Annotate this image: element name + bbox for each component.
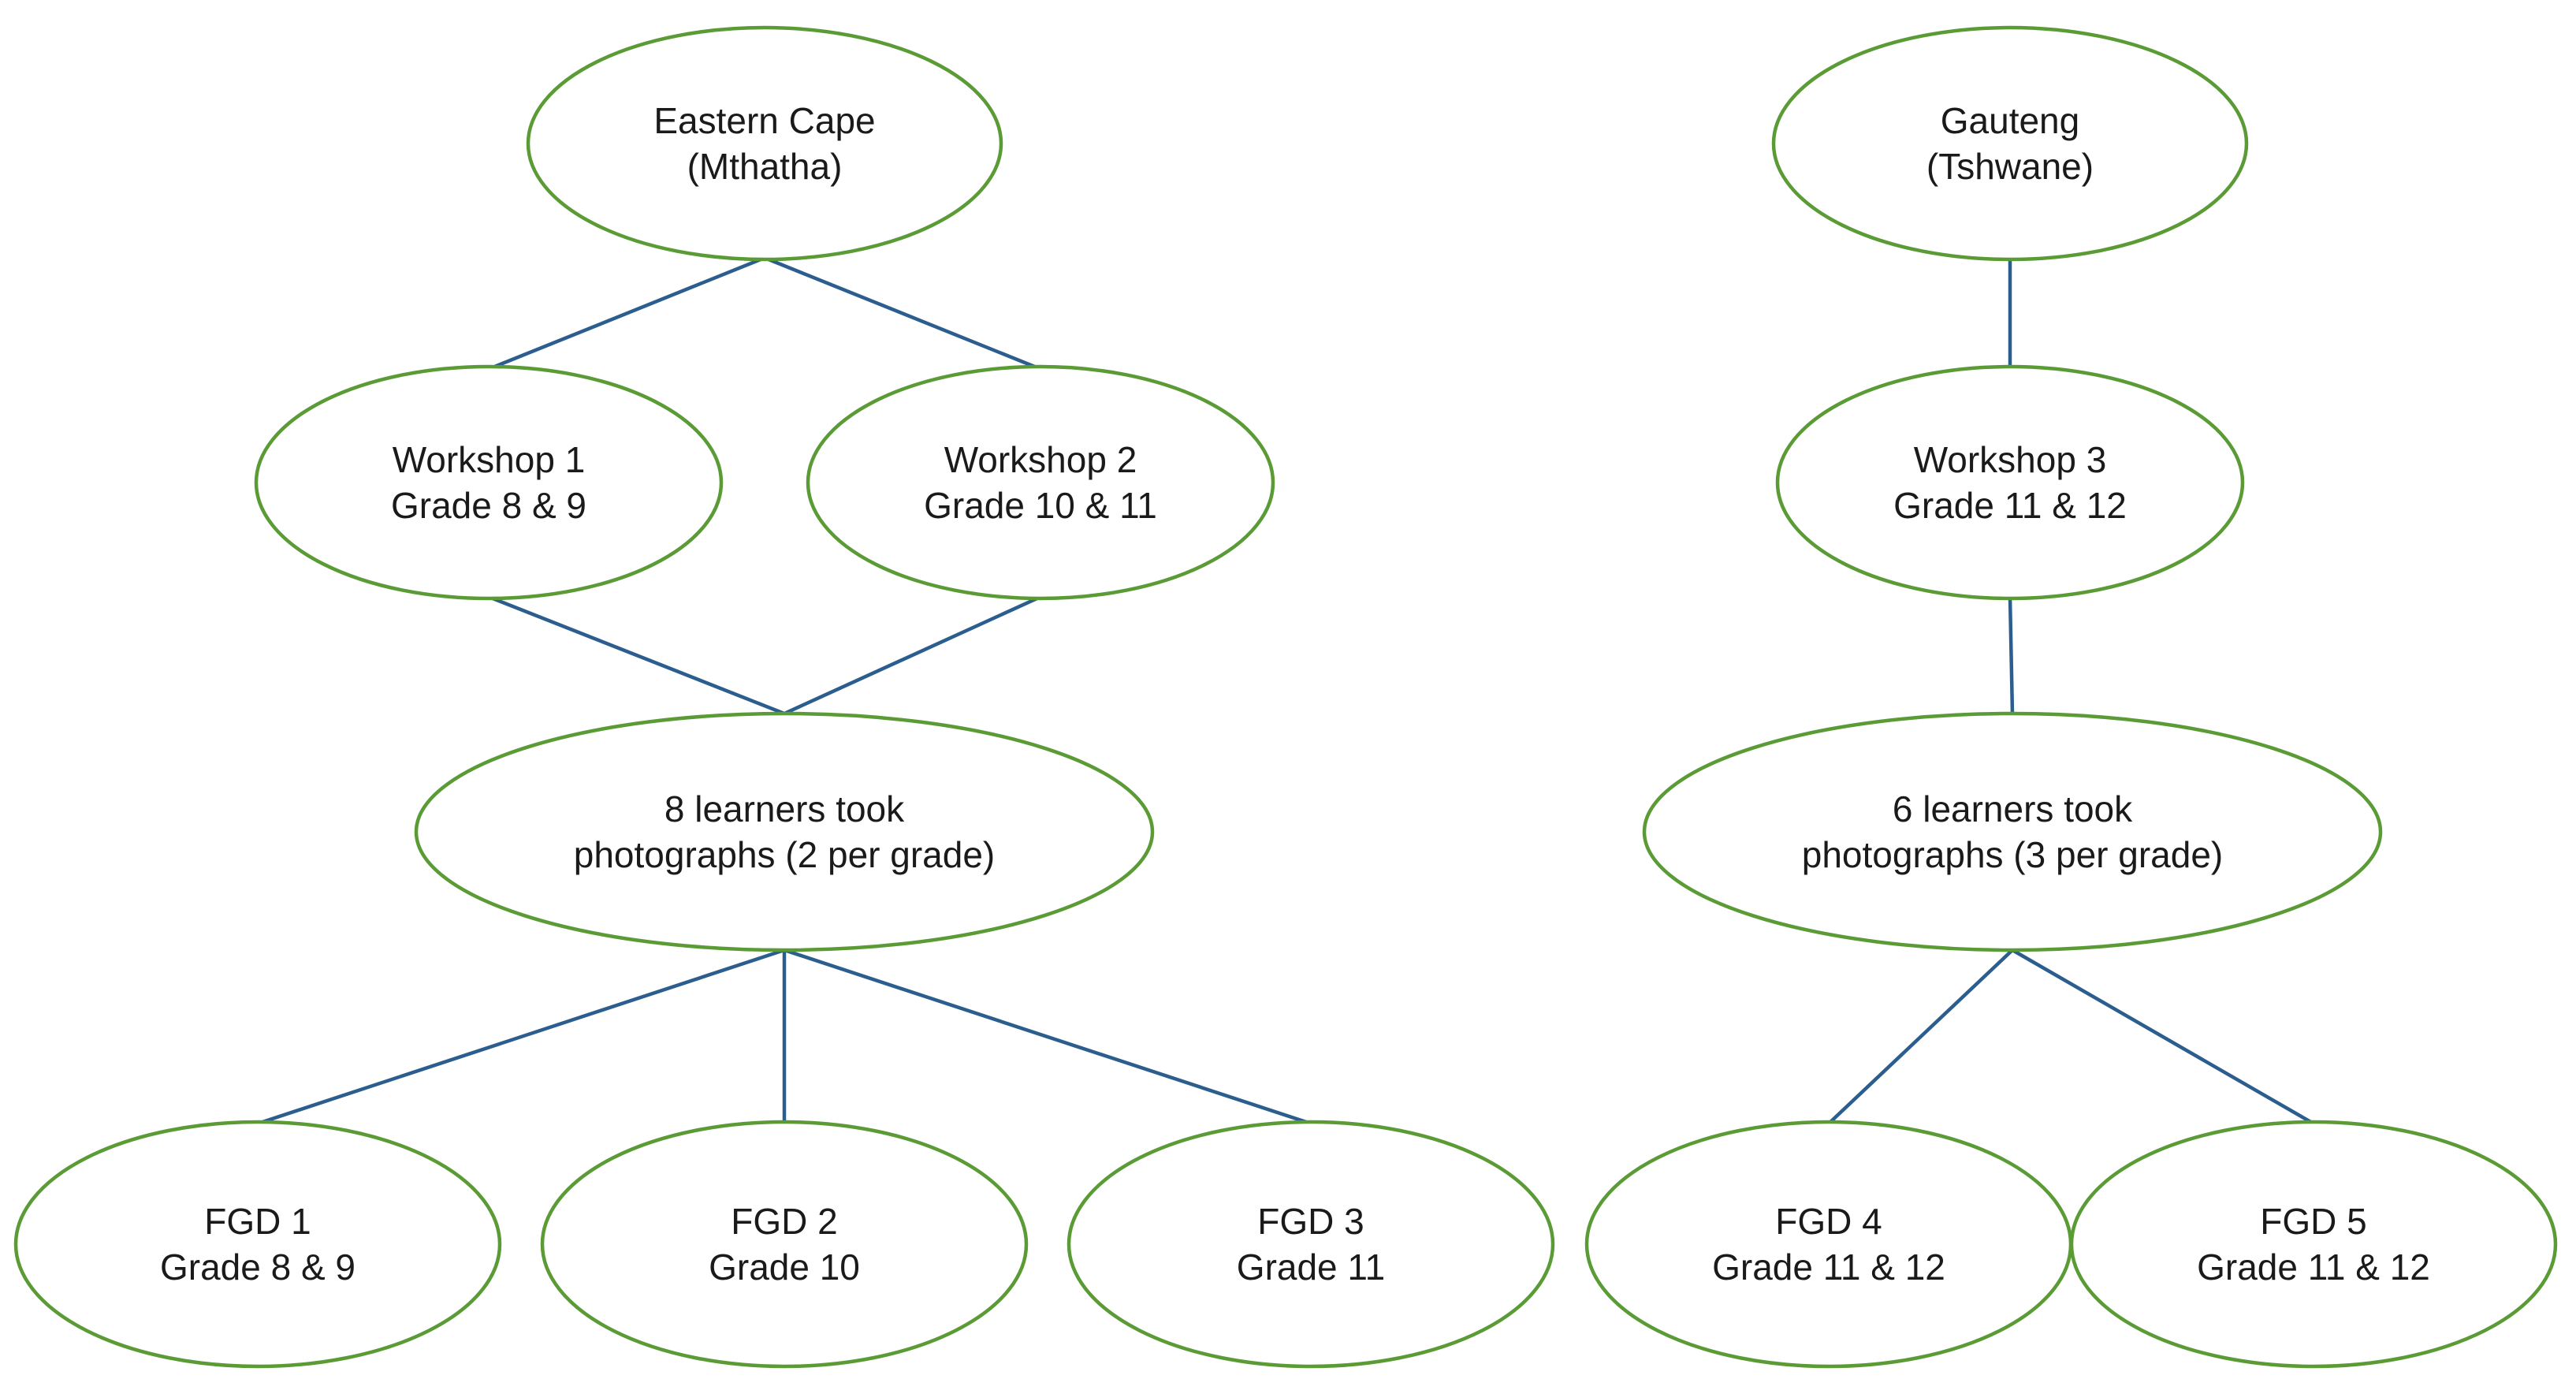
province-eastern-cape-ellipse — [526, 25, 1003, 262]
connector-layer — [257, 255, 2315, 1126]
workshop-2-label-line2: Grade 10 & 11 — [924, 485, 1157, 526]
learners-gauteng-label-line1: 6 learners took — [1893, 788, 2133, 829]
workshop-2-node[interactable]: Workshop 2 Grade 10 & 11 — [806, 364, 1275, 601]
connector-learners-to-fgd-5 — [2011, 949, 2315, 1125]
connector-learners-to-fgd-3 — [784, 948, 1312, 1126]
connector-eastern-cape-to-workshop-1 — [488, 255, 765, 371]
fgd-2-ellipse — [540, 1120, 1029, 1369]
fgd-1-ellipse — [13, 1120, 502, 1369]
fgd-4-ellipse — [1584, 1120, 2073, 1369]
learners-eastern-cape-ellipse — [414, 711, 1155, 952]
fgd-5-label-line1: FGD 5 — [2260, 1201, 2366, 1242]
fgd-1-label-line1: FGD 1 — [204, 1201, 311, 1242]
province-gauteng-node[interactable]: Gauteng (Tshwane) — [1771, 25, 2249, 262]
fgd-1-label-line2: Grade 8 & 9 — [160, 1247, 356, 1288]
connector-learners-to-fgd-4 — [1827, 949, 2014, 1125]
fgd-4-label-line1: FGD 4 — [1775, 1201, 1882, 1242]
learners-gauteng-ellipse — [1642, 711, 2383, 952]
fgd-5-ellipse — [2069, 1120, 2558, 1369]
fgd-2-node[interactable]: FGD 2 Grade 10 — [540, 1120, 1029, 1369]
workshop-2-label-line1: Workshop 2 — [944, 439, 1137, 480]
fgd-2-label-line2: Grade 10 — [709, 1247, 860, 1288]
connector-workshop-2-to-learners — [784, 594, 1041, 716]
workshop-1-label-line1: Workshop 1 — [393, 439, 586, 480]
fgd-1-node[interactable]: FGD 1 Grade 8 & 9 — [13, 1120, 502, 1369]
fgd-5-node[interactable]: FGD 5 Grade 11 & 12 — [2069, 1120, 2558, 1369]
province-eastern-cape-label-line1: Eastern Cape — [653, 100, 875, 141]
learners-eastern-cape-label-line2: photographs (2 per grade) — [574, 834, 995, 875]
province-gauteng-label-line2: (Tshwane) — [1926, 146, 2094, 187]
fgd-4-node[interactable]: FGD 4 Grade 11 & 12 — [1584, 1120, 2073, 1369]
workshop-1-label-line2: Grade 8 & 9 — [391, 485, 586, 526]
workshop-3-label-line2: Grade 11 & 12 — [1893, 485, 2127, 526]
fgd-3-label-line1: FGD 3 — [1257, 1201, 1364, 1242]
connector-learners-to-fgd-1 — [257, 948, 785, 1126]
fgd-5-label-line2: Grade 11 & 12 — [2197, 1247, 2430, 1288]
workshop-3-node[interactable]: Workshop 3 Grade 11 & 12 — [1775, 364, 2245, 601]
fgd-2-label-line1: FGD 2 — [731, 1201, 837, 1242]
workshop-1-ellipse — [254, 364, 724, 601]
learners-gauteng-label-line2: photographs (3 per grade) — [1802, 834, 2223, 875]
learners-eastern-cape-label-line1: 8 learners took — [664, 788, 905, 829]
learners-eastern-cape-node[interactable]: 8 learners took photographs (2 per grade… — [414, 711, 1155, 952]
fgd-3-ellipse — [1067, 1120, 1555, 1369]
workshop-3-ellipse — [1775, 364, 2245, 601]
learners-gauteng-node[interactable]: 6 learners took photographs (3 per grade… — [1642, 711, 2383, 952]
fgd-4-label-line2: Grade 11 & 12 — [1712, 1247, 1945, 1288]
province-eastern-cape-label-line2: (Mthatha) — [687, 146, 843, 187]
workshop-2-ellipse — [806, 364, 1275, 601]
connector-workshop-3-to-learners — [2008, 596, 2015, 714]
province-gauteng-label-line1: Gauteng — [1941, 100, 2079, 141]
workshop-1-node[interactable]: Workshop 1 Grade 8 & 9 — [254, 364, 724, 601]
connector-eastern-cape-to-workshop-2 — [764, 255, 1041, 371]
province-gauteng-ellipse — [1771, 25, 2249, 262]
workshop-3-label-line1: Workshop 3 — [1914, 439, 2107, 480]
connector-workshop-1-to-learners — [488, 594, 785, 716]
province-eastern-cape-node[interactable]: Eastern Cape (Mthatha) — [526, 25, 1003, 262]
fgd-3-label-line2: Grade 11 — [1237, 1247, 1385, 1288]
fgd-3-node[interactable]: FGD 3 Grade 11 — [1067, 1120, 1555, 1369]
